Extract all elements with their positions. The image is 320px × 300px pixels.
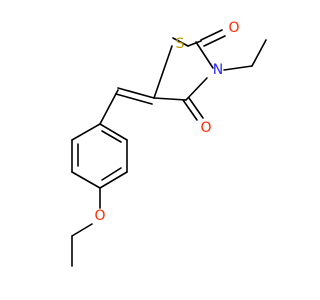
nitrogen-atom-label: N <box>213 62 223 78</box>
benzene-inner-bond <box>101 167 122 181</box>
oxygen-ether-label: O <box>94 208 105 224</box>
oxygen-carbonyl-4-label: O <box>200 120 211 136</box>
molecule-diagram: S N O O O <box>71 20 267 267</box>
bond-n3-c4 <box>185 77 208 101</box>
bond-c4-o-double-a <box>182 99 198 121</box>
structure-svg: S N O O O <box>71 20 267 267</box>
benzene-bond <box>99 123 128 141</box>
bond-c5-s <box>153 45 173 99</box>
bond-c5-ch-double-a <box>117 87 155 99</box>
benzene-bond <box>71 171 101 189</box>
bond-s-c2 <box>187 40 202 47</box>
bond-c4-c5 <box>153 97 187 101</box>
oxygen-carbonyl-2-label: O <box>228 20 239 36</box>
bond-n-ch2 <box>223 65 253 71</box>
benzene-bond <box>71 123 101 141</box>
bond-c5-ch-double-b <box>115 93 153 105</box>
benzene-bond <box>99 171 128 189</box>
sulfur-atom-label: S <box>176 36 185 52</box>
benzene-inner-bond <box>101 130 122 143</box>
bond-c2-n3 <box>195 41 214 69</box>
bond-ch2-ch3 <box>251 39 267 67</box>
bond-o-ch2 <box>71 223 93 237</box>
bond-c4-o-double-b <box>188 97 204 119</box>
bond-s-c2 <box>172 37 189 47</box>
bond-ch-phenyl <box>99 89 119 125</box>
bond-c2-o-double-b <box>203 35 226 47</box>
bond-c2-o-double-a <box>200 29 223 41</box>
